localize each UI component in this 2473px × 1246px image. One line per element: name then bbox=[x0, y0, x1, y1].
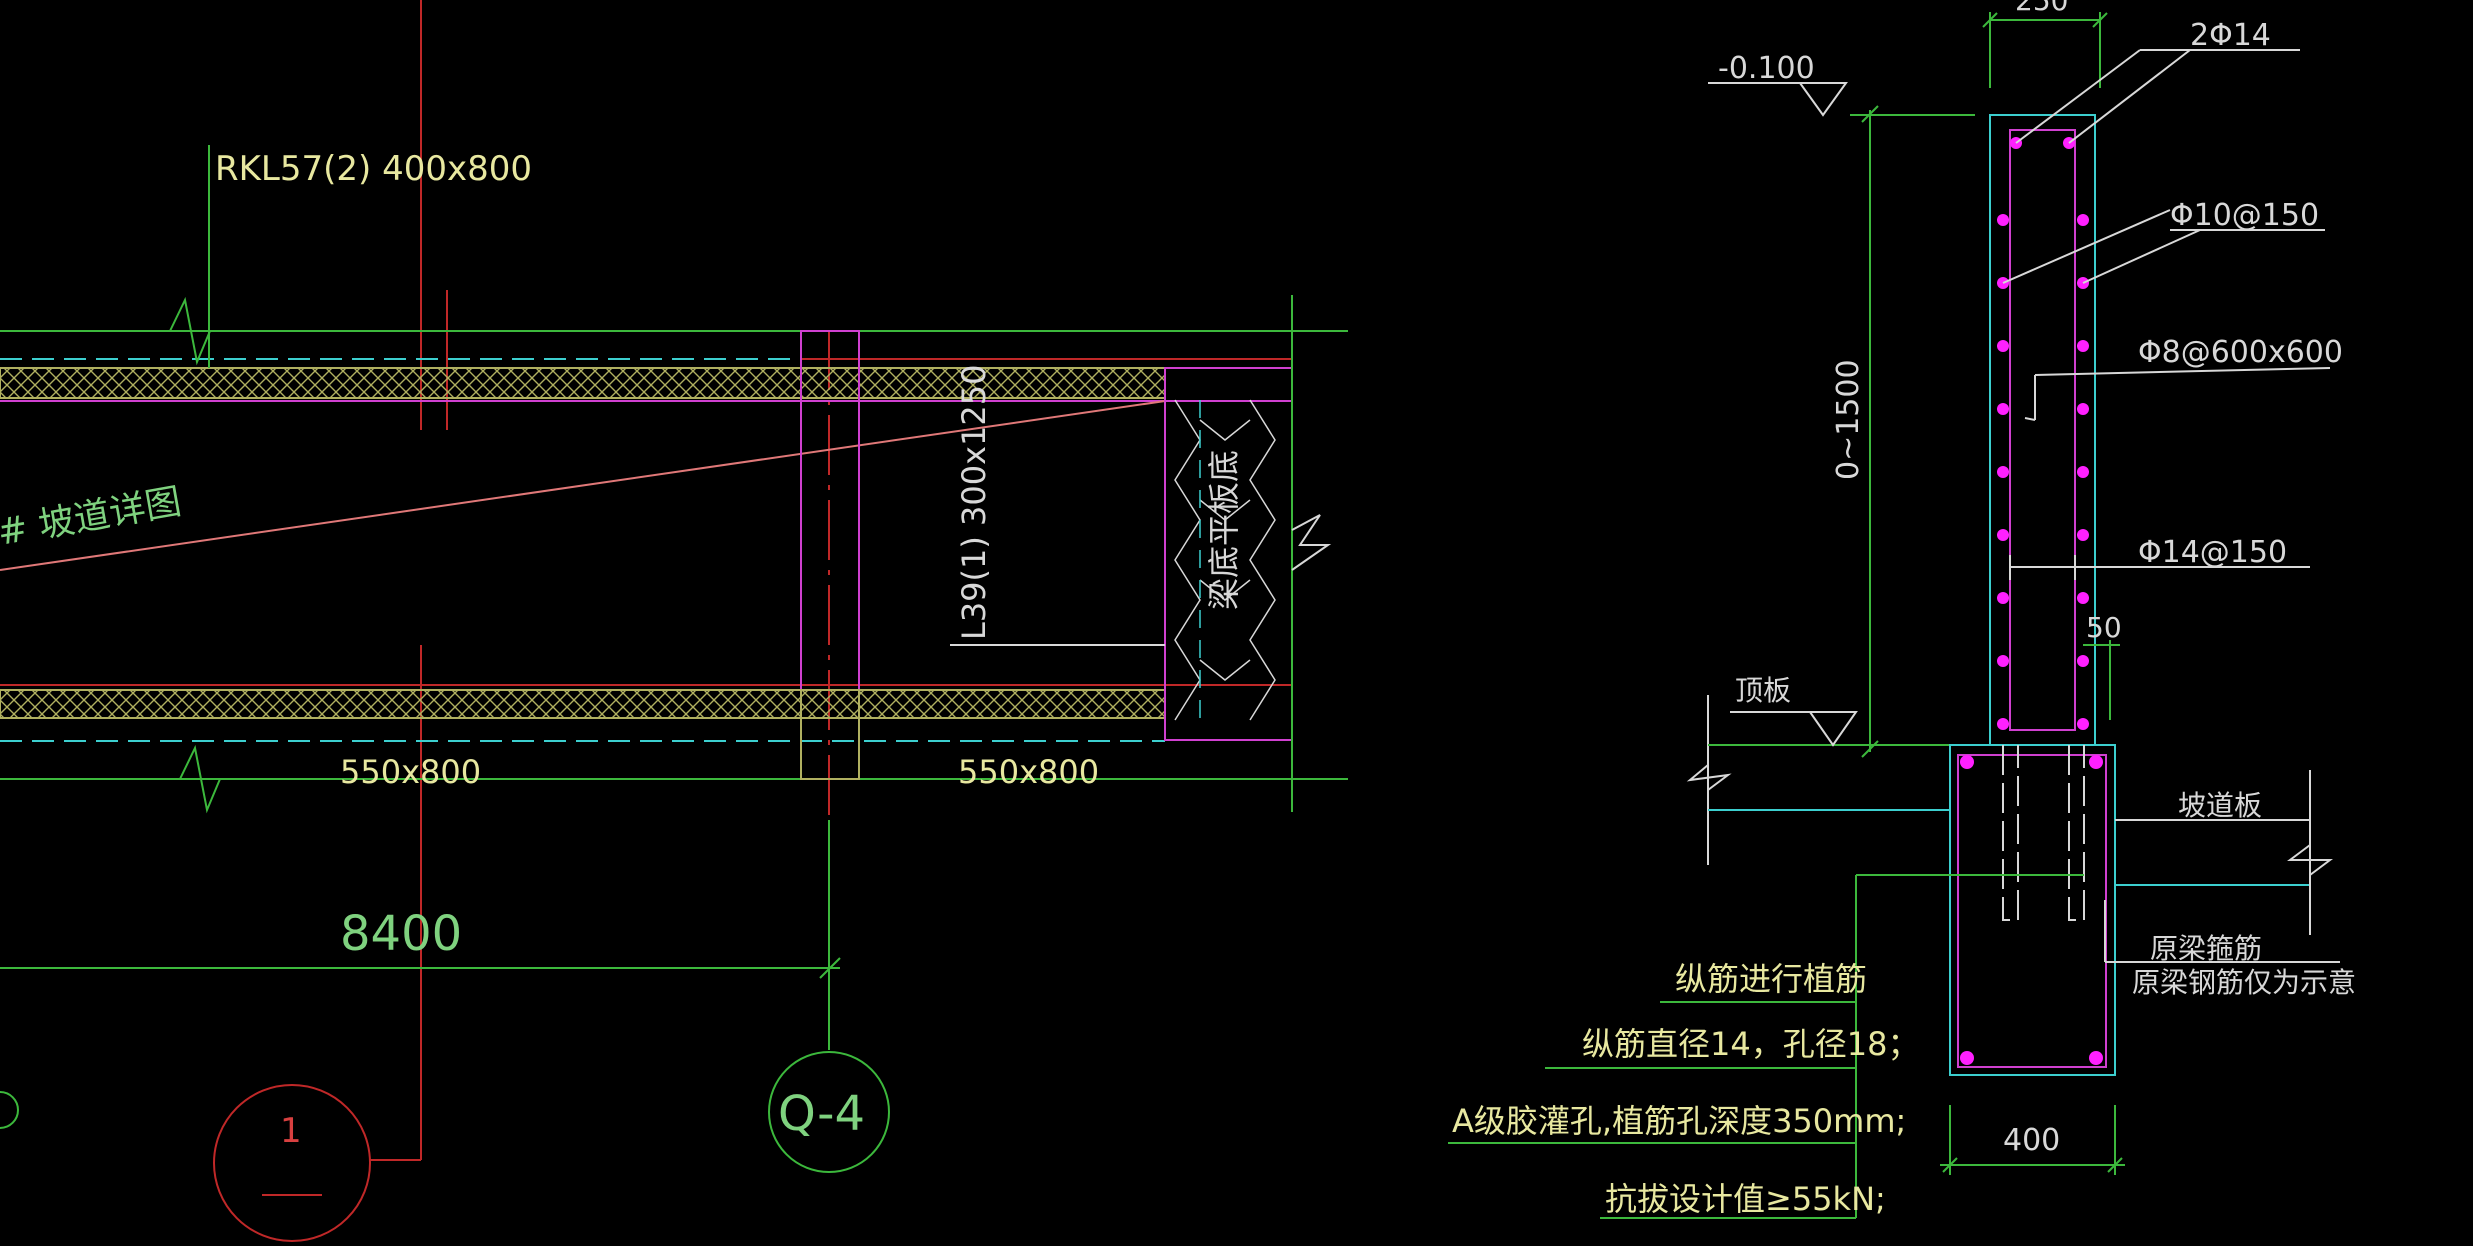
slab-end-hatch bbox=[1174, 399, 1276, 721]
axis-bubble-1 bbox=[213, 1084, 371, 1242]
note-anchoring: 纵筋进行植筋 bbox=[1675, 960, 1867, 998]
orig-beam-stirrup: 原梁箍筋 bbox=[2150, 932, 2262, 965]
cover-50: 50 bbox=[2086, 611, 2122, 644]
beam-size-right: 550x800 bbox=[958, 753, 1099, 791]
ramp-line bbox=[0, 400, 1166, 571]
axis-bubble-q4 bbox=[768, 1051, 890, 1173]
ramp-detail-label: # 坡道详图 bbox=[0, 481, 184, 554]
plan-view: RKL57(2) 400x800 # 坡道详图 L39(1) 300x1250 … bbox=[0, 0, 1348, 1242]
column-outline bbox=[800, 689, 860, 780]
notes-leader bbox=[1448, 874, 2084, 1219]
width-400: 400 bbox=[2003, 1123, 2060, 1158]
wall-outline bbox=[1989, 114, 2096, 746]
note-grout: A级胶灌孔,植筋孔深度350mm; bbox=[1452, 1102, 1906, 1140]
beam-section-outline bbox=[1949, 744, 2116, 1076]
bottom-hatch-band bbox=[0, 689, 1166, 719]
anchored-bars bbox=[2002, 745, 2085, 921]
height-range: 0~1500 bbox=[1831, 359, 1866, 480]
break-symbol bbox=[2287, 844, 2333, 876]
beam-label-rkl57: RKL57(2) 400x800 bbox=[215, 149, 532, 189]
break-symbol bbox=[1291, 514, 1332, 571]
break-symbol bbox=[169, 296, 211, 366]
elevation-label: -0.100 bbox=[1718, 51, 1815, 86]
top-slab-label: 顶板 bbox=[1735, 674, 1791, 707]
stirrup-label: Φ10@150 bbox=[2170, 198, 2319, 233]
elevation-marker bbox=[1809, 711, 1858, 747]
slab-bottom-label: 梁底平板底 bbox=[1205, 450, 1243, 610]
beam-label-l39: L39(1) 300x1250 bbox=[955, 365, 993, 641]
rebar-2phi14: 2Φ14 bbox=[2190, 18, 2271, 53]
orig-beam-note: 原梁钢筋仅为示意 bbox=[2132, 966, 2356, 999]
axis-bubble-partial bbox=[0, 1091, 19, 1129]
width-250: 250 bbox=[2015, 0, 2068, 17]
axis-label-1: 1 bbox=[280, 1111, 302, 1151]
rebar-leaders bbox=[2002, 49, 2331, 580]
tie-label: Φ8@600x600 bbox=[2138, 335, 2343, 370]
break-symbol bbox=[1686, 764, 1732, 791]
note-diameter: 纵筋直径14，孔径18； bbox=[1582, 1025, 1919, 1063]
wall-rebar-cage bbox=[2009, 129, 2076, 731]
dimension-tick bbox=[819, 957, 841, 979]
break-symbol bbox=[179, 744, 221, 814]
dimension-8400: 8400 bbox=[340, 906, 462, 962]
note-pullout: 抗拔设计值≥55kN; bbox=[1605, 1180, 1886, 1218]
beam-rebar-dots bbox=[1960, 755, 2103, 1065]
elevation-marker bbox=[1799, 82, 1848, 117]
ramp-slab-label: 坡道板 bbox=[2178, 789, 2262, 822]
beam-size-left: 550x800 bbox=[340, 753, 481, 791]
axis-label-q4: Q-4 bbox=[778, 1086, 865, 1142]
section-view: 250 -0.100 0~1500 bbox=[1448, 0, 2356, 1219]
vertical-bar-label: Φ14@150 bbox=[2138, 535, 2287, 570]
